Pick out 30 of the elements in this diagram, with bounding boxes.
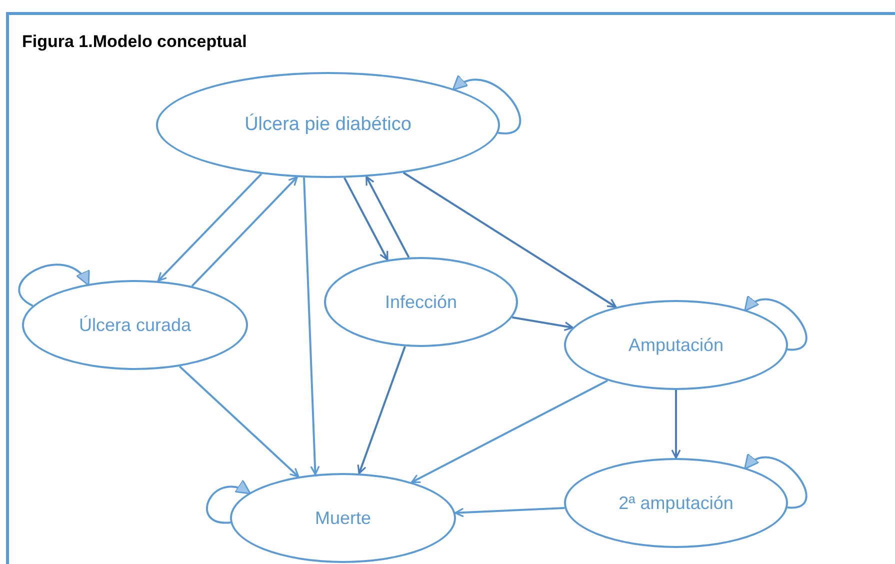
- state-label: Úlcera pie diabético: [244, 114, 412, 136]
- self-loop-arrow: [18, 264, 90, 307]
- state-ellipse: [324, 257, 518, 347]
- arrow: [191, 176, 298, 287]
- state-label: Muerte: [314, 508, 372, 528]
- arrow: [303, 177, 320, 476]
- state-ellipse: [22, 280, 248, 370]
- self-loop-arrow: [206, 480, 252, 524]
- self-loop-arrow: [744, 454, 808, 508]
- state-ellipse: [156, 72, 500, 178]
- arrow: [454, 507, 565, 518]
- self-loop-arrow: [744, 296, 808, 350]
- state-label: Infección: [384, 292, 458, 312]
- state-label: Úlcera curada: [78, 314, 192, 336]
- arrow: [671, 390, 681, 459]
- arrow: [512, 316, 574, 332]
- arrow: [410, 380, 608, 484]
- state-label: 2ª amputación: [618, 492, 734, 514]
- self-loop-arrow: [452, 75, 521, 134]
- state-ellipse: [564, 300, 788, 390]
- figure-title: Figura 1.Modelo conceptual: [22, 32, 247, 52]
- state-ellipse: [230, 473, 456, 563]
- arrow: [357, 346, 406, 474]
- arrow: [344, 177, 388, 261]
- arrow: [402, 172, 617, 308]
- arrow: [157, 173, 262, 282]
- arrow: [366, 176, 410, 258]
- state-label: Amputación: [628, 334, 724, 356]
- arrow: [178, 366, 300, 478]
- state-ellipse: [564, 458, 788, 548]
